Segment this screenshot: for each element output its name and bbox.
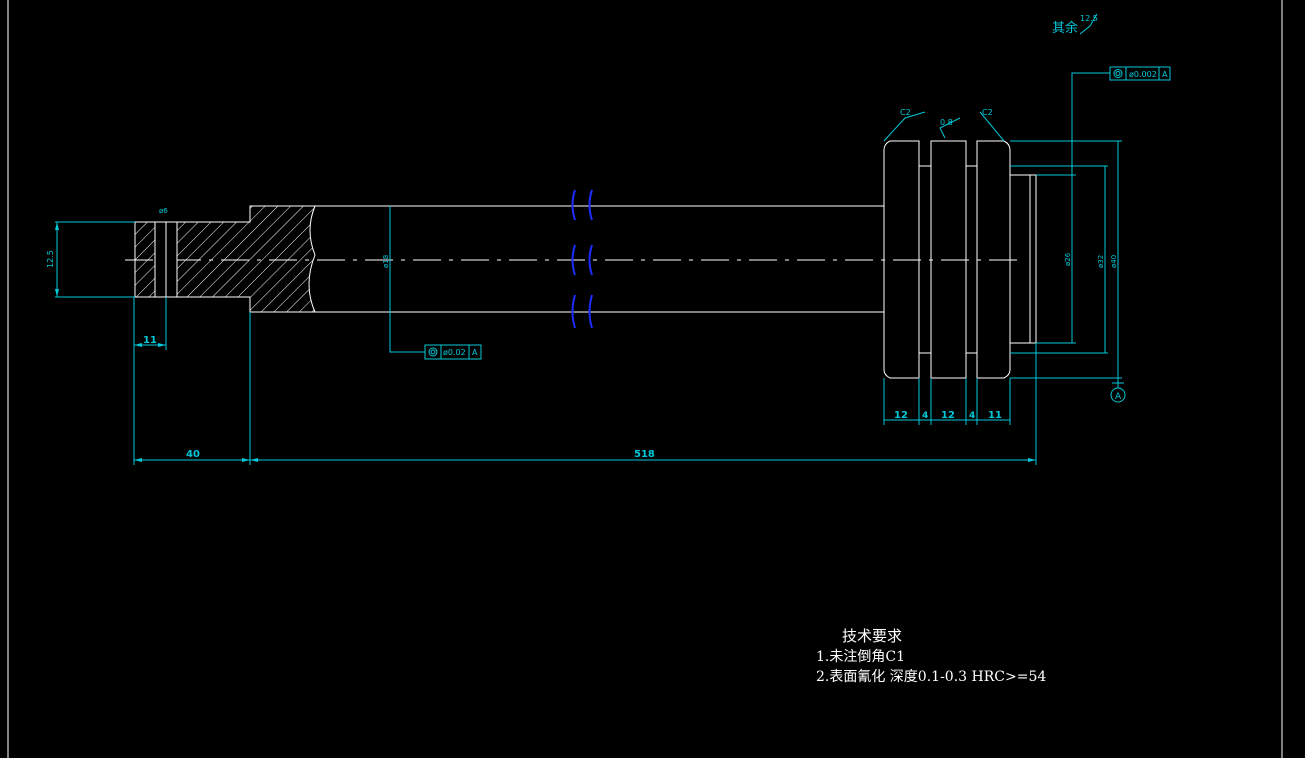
- dim-11b: 11: [988, 410, 1002, 421]
- roughness-label: 其余: [1052, 20, 1078, 36]
- tech-req-title: 技术要求: [842, 627, 903, 645]
- dim-dia-26: ø26: [1064, 252, 1072, 266]
- dim-4a: 4: [922, 411, 928, 421]
- dim-dia-18: ø18: [382, 255, 390, 268]
- arrowheads: [55, 222, 1036, 462]
- datum-label: A: [1115, 392, 1122, 402]
- dim-dia-40: ø40: [1110, 255, 1118, 268]
- flange-1: [883, 140, 920, 379]
- hatched-section: [134, 205, 316, 313]
- dim-12b: 12: [941, 410, 955, 421]
- tolerance-frame-bottom: [424, 344, 482, 360]
- dim-dia-small: ø6: [159, 207, 168, 215]
- flange-2: [930, 140, 967, 379]
- dim-40: 40: [186, 449, 200, 460]
- tolerance-bottom-value: ø0.02: [443, 348, 466, 357]
- dim-12a: 12: [894, 410, 908, 421]
- dim-dia-32: ø32: [1097, 255, 1105, 268]
- chamfer-left: C2: [900, 108, 911, 117]
- shaft-outline: [134, 140, 1037, 379]
- dim-518: 518: [634, 449, 655, 460]
- drawing-frame: [7, 0, 1283, 758]
- tech-req-line1: 1.未注倒角C1: [816, 649, 905, 665]
- roughness-value: 12.5: [1080, 14, 1098, 23]
- end-bore: [1010, 174, 1037, 344]
- tech-req-line2: 2.表面氰化 深度0.1-0.3 HRC>=54: [816, 669, 1047, 685]
- dimension-lines: [55, 13, 1122, 465]
- dim-11: 11: [143, 335, 157, 346]
- tolerance-bottom-datum: A: [472, 348, 478, 357]
- roughness-face-value: 0.8: [940, 118, 953, 127]
- dim-4b: 4: [969, 411, 975, 421]
- tolerance-top-datum: A: [1162, 70, 1168, 79]
- datum-symbol: [1110, 382, 1126, 403]
- flange-3: [976, 140, 1011, 379]
- tolerance-frame-top: [1109, 66, 1171, 81]
- dim-12-5: 12.5: [46, 250, 55, 268]
- break-lines: [571, 189, 593, 329]
- chamfer-right: C2: [982, 108, 993, 117]
- tolerance-top-value: ø0.002: [1129, 70, 1157, 79]
